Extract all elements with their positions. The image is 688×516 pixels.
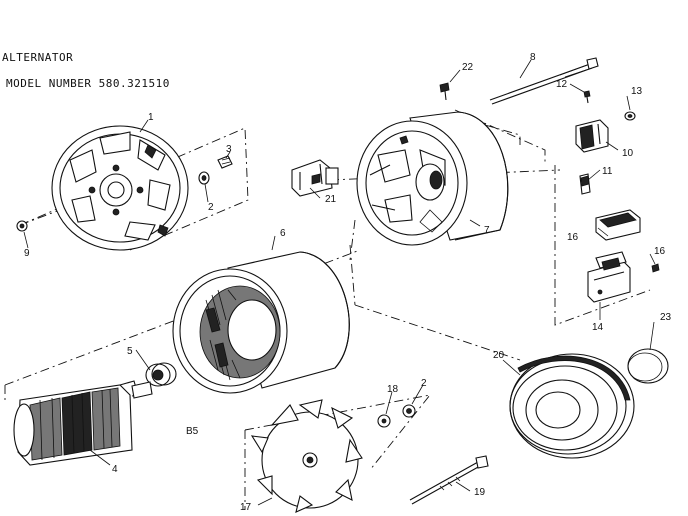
rectifier-part-14 — [587, 251, 631, 303]
callout-2-lower: 2 — [421, 378, 427, 389]
callout-5: 5 — [127, 346, 133, 357]
callout-14: 14 — [592, 322, 604, 333]
nut-part-9 — [16, 220, 28, 232]
callout-19: 19 — [474, 487, 486, 498]
fan-part — [250, 399, 363, 513]
screw-part-13 — [624, 111, 636, 121]
callout-12: 12 — [556, 79, 568, 90]
callout-1: 1 — [148, 112, 154, 123]
terminal-part-11 — [579, 173, 591, 195]
model-number: MODEL NUMBER 580.321510 — [6, 77, 170, 90]
screw-part-3 — [217, 155, 233, 169]
callout-16-screw: 16 — [654, 246, 666, 257]
diagram-title: ALTERNATOR — [2, 51, 74, 64]
callout-6: 6 — [280, 228, 286, 239]
callout-17: 17 — [240, 502, 252, 513]
bearing-part-5 — [145, 362, 177, 387]
regulator-part-16 — [595, 209, 641, 241]
callout-8: 8 — [530, 52, 536, 63]
callout-3: 3 — [226, 144, 232, 155]
brush-holder-part-10 — [575, 119, 609, 153]
diagram-code: B5 — [186, 426, 199, 437]
housing-part — [356, 111, 509, 246]
callout-10: 10 — [622, 148, 634, 159]
rotor-part — [13, 380, 153, 466]
callout-2-upper: 2 — [208, 202, 214, 213]
callout-7: 7 — [484, 225, 490, 236]
callout-18: 18 — [387, 384, 399, 395]
callout-9: 9 — [24, 248, 30, 259]
stator-part — [172, 251, 350, 394]
screw-part-16-small — [651, 263, 660, 273]
screw-part-12 — [583, 90, 591, 104]
part-callouts: 1 2 3 4 5 6 7 8 9 10 11 12 13 14 16 16 1… — [24, 52, 672, 513]
callout-23: 23 — [660, 312, 672, 323]
pulley-part — [509, 353, 635, 459]
callout-21: 21 — [325, 194, 337, 205]
callout-11: 11 — [602, 166, 613, 177]
washer-part-2-lower — [402, 404, 416, 418]
cap-part-23 — [627, 348, 669, 384]
callout-22: 22 — [462, 62, 474, 73]
callout-20: 20 — [493, 350, 505, 361]
screw-part-22 — [439, 82, 450, 101]
end-bell-part — [51, 125, 189, 251]
callout-13: 13 — [631, 86, 643, 97]
leader-lines — [23, 59, 656, 506]
through-bolt-part-8 — [489, 57, 599, 105]
bolt-part-19 — [409, 455, 489, 505]
connector-part-21 — [291, 159, 339, 197]
washer-part-2-upper — [198, 171, 210, 185]
callout-16-regulator: 16 — [567, 232, 579, 243]
washer-part-18 — [377, 414, 391, 428]
callout-4: 4 — [112, 464, 118, 475]
